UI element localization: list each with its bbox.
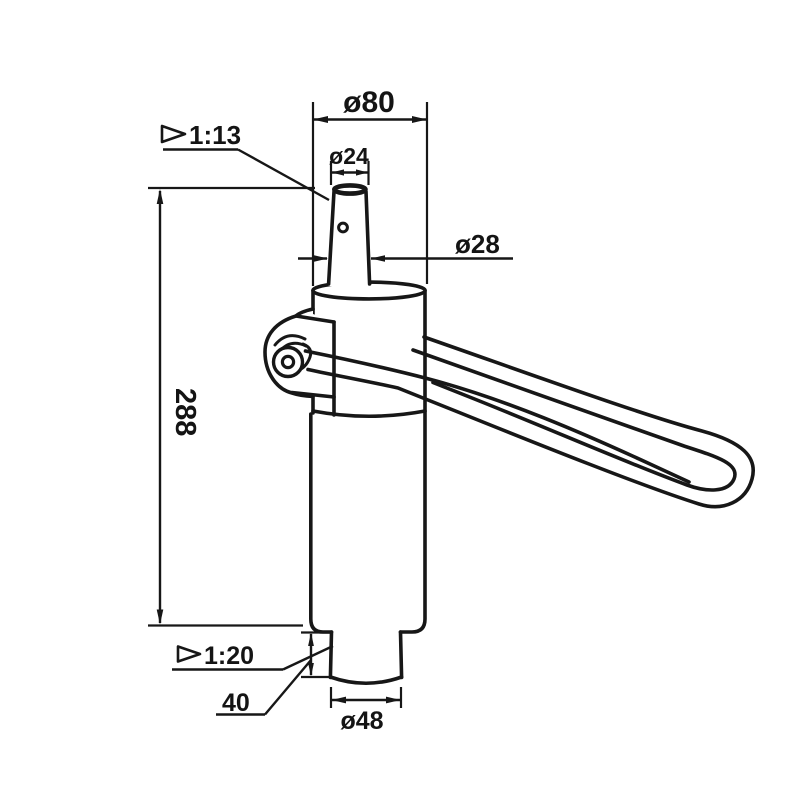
handle-inner-outline	[411, 348, 737, 492]
rod-left-edge	[326, 189, 336, 286]
taper-symbol-icon	[160, 124, 187, 144]
pivot-pin-inner	[280, 354, 296, 370]
h40-leader	[264, 659, 312, 716]
dia48-arrow-right	[386, 696, 401, 704]
dim-label-dia28: ø28	[455, 229, 500, 259]
h288-arrow-up	[156, 189, 164, 204]
body-right-side	[398, 290, 427, 634]
clamp-plate-top	[294, 314, 336, 324]
dia48-arrow-left	[331, 696, 346, 704]
dimension-height40: 40	[216, 631, 331, 717]
dia28-arrow-left	[314, 255, 328, 262]
rod-hole	[337, 221, 349, 234]
stem-left-edge	[328, 630, 334, 680]
dimension-dia80: ø80	[311, 86, 429, 286]
h288-arrow-down	[156, 609, 164, 625]
taper-symbol-icon-base	[176, 645, 202, 663]
dia80-arrow-left	[313, 116, 328, 123]
taper-base-leader	[282, 644, 334, 671]
dia80-arrow-right	[412, 116, 427, 123]
dim-label-height: 288	[169, 388, 201, 436]
handle-outer-outline	[306, 335, 755, 509]
taper-annotation-base: 1:20	[172, 642, 334, 671]
taper-rod-label: 1:13	[189, 120, 241, 150]
taper-annotation-rod: 1:13	[160, 120, 330, 202]
dimension-dia24: ø24	[329, 143, 370, 185]
dia24-arrow-right	[356, 169, 368, 176]
body-left-side	[309, 412, 334, 634]
pivot-clamp	[263, 307, 336, 417]
dia28-arrow-right	[371, 255, 385, 262]
clamp-plate-bottom	[290, 390, 336, 399]
taper-rod-leader	[237, 148, 330, 202]
dim-label-dia80: ø80	[343, 86, 395, 119]
handle-front-edge	[303, 349, 691, 484]
ratchet-cam-arc-outer	[273, 334, 307, 347]
dimension-dia28: ø28	[298, 229, 513, 262]
h40-arrow-up	[308, 632, 314, 646]
h40-arrow-down	[308, 663, 314, 677]
dia24-arrow-left	[331, 169, 344, 176]
stem-bottom-arc	[328, 675, 404, 685]
collar-bottom-arc	[311, 409, 427, 419]
dim-label-dia48: ø48	[340, 707, 383, 735]
stem-right-edge	[398, 630, 404, 680]
dimension-dia48: ø48	[329, 687, 403, 735]
taper-base-label: 1:20	[204, 642, 254, 670]
rod-right-edge	[364, 189, 372, 286]
rod-tip-opening	[331, 183, 368, 196]
dim-label-dia24: ø24	[329, 143, 369, 169]
dimension-height288: 288	[148, 186, 315, 627]
lever-handle	[303, 335, 755, 509]
rod-fill	[328, 188, 370, 286]
cylinder-body	[309, 183, 427, 685]
dim-label-40: 40	[222, 689, 250, 717]
